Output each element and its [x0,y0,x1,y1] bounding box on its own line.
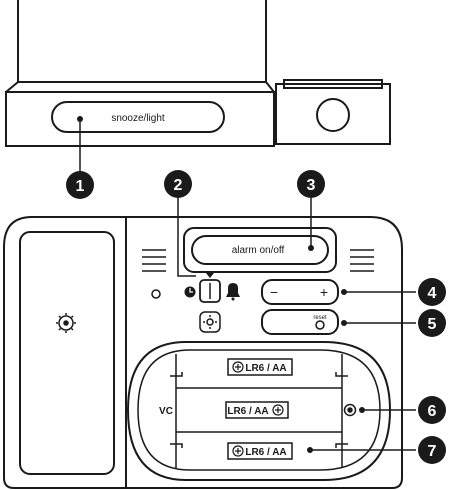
battery-1: LR6 / AA [227,358,293,376]
battery-compartment [126,341,392,481]
plus-in-circle-icon [232,361,244,373]
callout-2: 2 [164,170,192,198]
device-base-step [5,81,275,93]
callout-7: 7 [418,436,446,464]
door-light-sensor-icon [56,313,76,333]
indicator-hole [151,289,161,299]
battery-label: LR6 / AA [245,447,286,458]
callout-leaders [79,119,416,451]
speaker-grille-right [350,249,374,272]
callout-6: 6 [418,396,446,424]
reset-label: reset [313,315,327,321]
svg-text:6: 6 [428,403,437,420]
battery-2: LR6 / AA [225,401,289,419]
device-base [5,91,275,147]
snooze-light-button[interactable] [51,101,225,133]
battery-bays [170,354,348,468]
device-top-body [17,0,267,83]
reset-button[interactable] [261,309,339,335]
volume-plus[interactable]: + [320,284,328,300]
light-sensor-icon [199,311,221,333]
alarm-button-label: alarm on/off [232,245,285,256]
callout-1: 1 [66,171,94,199]
plus-in-circle-icon [232,445,244,457]
battery-3: LR6 / AA [227,442,293,460]
volume-minus[interactable]: − [270,284,278,300]
svg-text:4: 4 [428,285,437,302]
svg-text:1: 1 [76,178,85,195]
bell-icon [226,283,240,301]
back-panel [3,216,403,489]
callout-5: 5 [418,309,446,337]
svg-text:5: 5 [428,316,437,333]
light-module [275,83,391,145]
clock-alarm-switch[interactable] [199,273,221,303]
svg-text:3: 3 [307,177,316,194]
vc-label: VC [159,406,173,417]
back-panel-outline [3,216,403,489]
vc-screw-icon [343,403,357,417]
alarm-button[interactable] [183,227,337,273]
battery-label: LR6 / AA [227,406,268,417]
light-module-door [19,231,115,475]
battery-label: LR6 / AA [245,363,286,374]
callout-leader-dots [307,245,365,453]
clock-icon [184,286,196,298]
svg-text:7: 7 [428,443,437,460]
light-module-top [283,79,383,89]
speaker-grille-left [142,249,166,272]
callout-3: 3 [297,170,325,198]
plus-in-circle-icon [272,404,284,416]
snooze-light-label: snooze/light [111,113,165,124]
callout-4: 4 [418,278,446,306]
svg-text:2: 2 [174,177,183,194]
top-view [5,0,391,147]
volume-control[interactable] [261,279,339,305]
light-lens-icon [316,98,350,132]
